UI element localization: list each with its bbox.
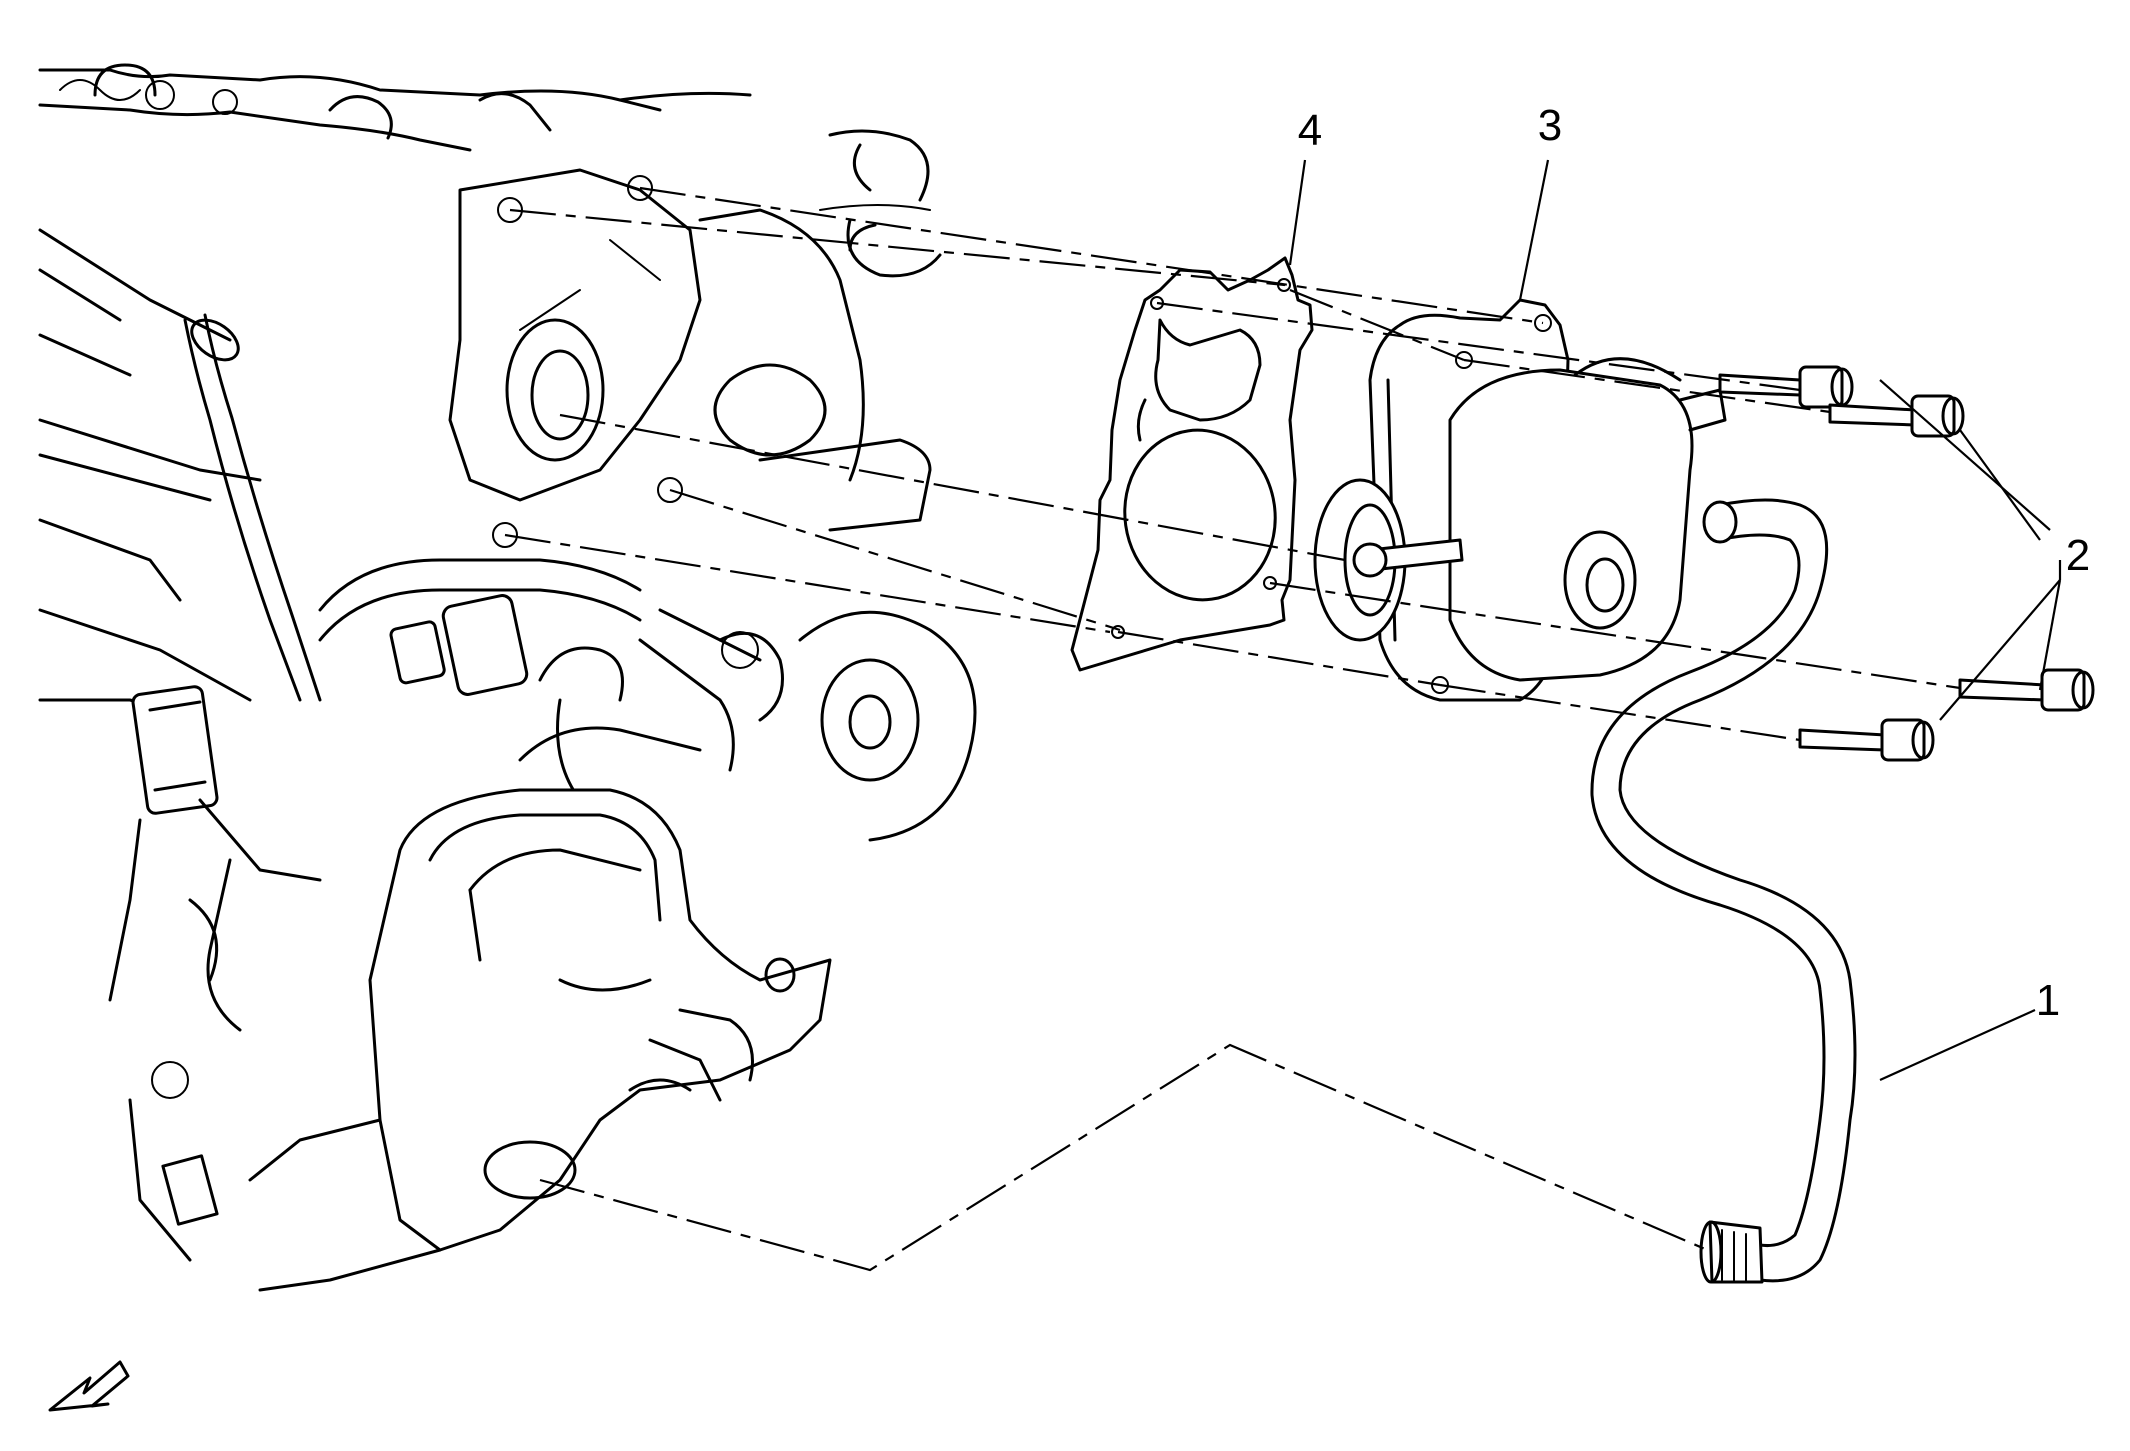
gasket [1070, 256, 1314, 672]
callout-4: 4 [1298, 106, 1322, 155]
callout-2: 2 [2066, 531, 2090, 580]
callout-3: 3 [1538, 101, 1562, 150]
bolt-lower-right [1958, 668, 2095, 712]
engine-block [38, 63, 977, 1292]
callout-1: 1 [2036, 976, 2060, 1025]
bolt-lower-left [1798, 718, 1935, 762]
arrow-front-left-icon [48, 1360, 130, 1412]
vacuum-hose [1590, 498, 1857, 1284]
callout-leaders [1288, 159, 2062, 1082]
vacuum-pump [1313, 298, 1727, 702]
alignment-lines [504, 186, 1961, 1272]
bolts [1718, 365, 2095, 762]
bolt-upper-left [1828, 394, 1965, 438]
